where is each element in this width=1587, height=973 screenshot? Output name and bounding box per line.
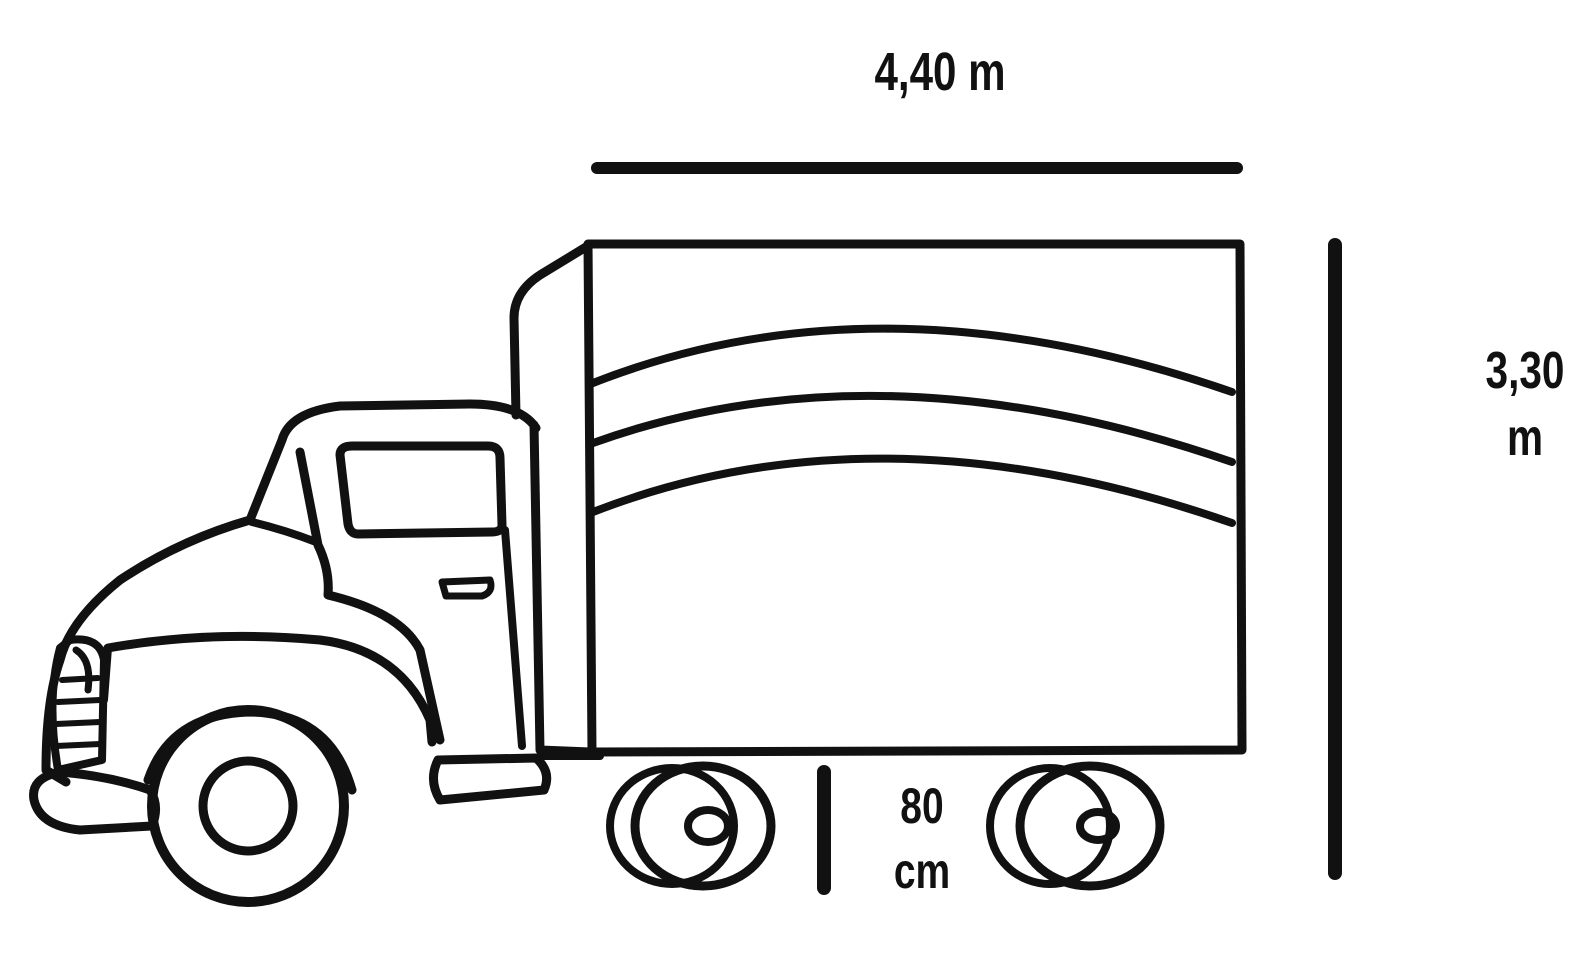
cab-door-edge bbox=[501, 526, 526, 750]
grille-bar-1 bbox=[59, 675, 101, 683]
cargo-box bbox=[509, 239, 1247, 757]
rear-wheel-1-back bbox=[606, 764, 738, 888]
rear-wheel-2-hub bbox=[1076, 808, 1120, 844]
front-fender bbox=[103, 631, 437, 747]
box-length-dimension: 4,40 m bbox=[591, 42, 1243, 174]
headlight bbox=[72, 646, 93, 694]
rear-wheel-1-hub bbox=[684, 806, 732, 846]
rear-wheel-1-tire bbox=[630, 761, 776, 891]
windshield-line bbox=[248, 518, 320, 546]
rear-wheel-2 bbox=[986, 761, 1165, 891]
cab-pillar bbox=[295, 447, 445, 745]
rear-wheel-1 bbox=[606, 761, 776, 891]
grille-bar-3 bbox=[53, 719, 103, 727]
grille-outline bbox=[48, 635, 108, 774]
cargo-box-front-panel bbox=[509, 242, 595, 757]
total-height-dimension: 3,30 m bbox=[1328, 238, 1565, 880]
door-handle bbox=[438, 576, 495, 600]
cargo-stripe-2 bbox=[589, 391, 1236, 466]
box-length-label: 4,40 m bbox=[874, 42, 1005, 102]
front-wheel-hub bbox=[198, 756, 298, 856]
cab-window bbox=[335, 441, 507, 539]
front-wheel-tire bbox=[147, 705, 349, 907]
ground-clearance-dimension: 80 cm bbox=[817, 765, 950, 899]
running-board bbox=[429, 753, 552, 805]
grille-bar-2 bbox=[55, 697, 103, 705]
cargo-stripe-3 bbox=[589, 454, 1236, 527]
rear-wheel-2-back bbox=[986, 764, 1114, 888]
cab bbox=[29, 399, 604, 835]
rear-wheel-2-tire bbox=[1015, 761, 1165, 891]
grille-bar-4 bbox=[53, 741, 103, 749]
total-height-label-number: 3,30 bbox=[1486, 341, 1565, 399]
cargo-stripe-1 bbox=[589, 324, 1236, 396]
front-wheel bbox=[143, 705, 357, 907]
total-height-label-unit: m bbox=[1507, 408, 1543, 466]
cargo-box-outline bbox=[583, 239, 1247, 757]
ground-clearance-label-number: 80 bbox=[900, 777, 943, 834]
truck bbox=[29, 239, 1247, 907]
ground-clearance-label-unit: cm bbox=[894, 842, 950, 899]
front-bumper bbox=[29, 767, 160, 835]
